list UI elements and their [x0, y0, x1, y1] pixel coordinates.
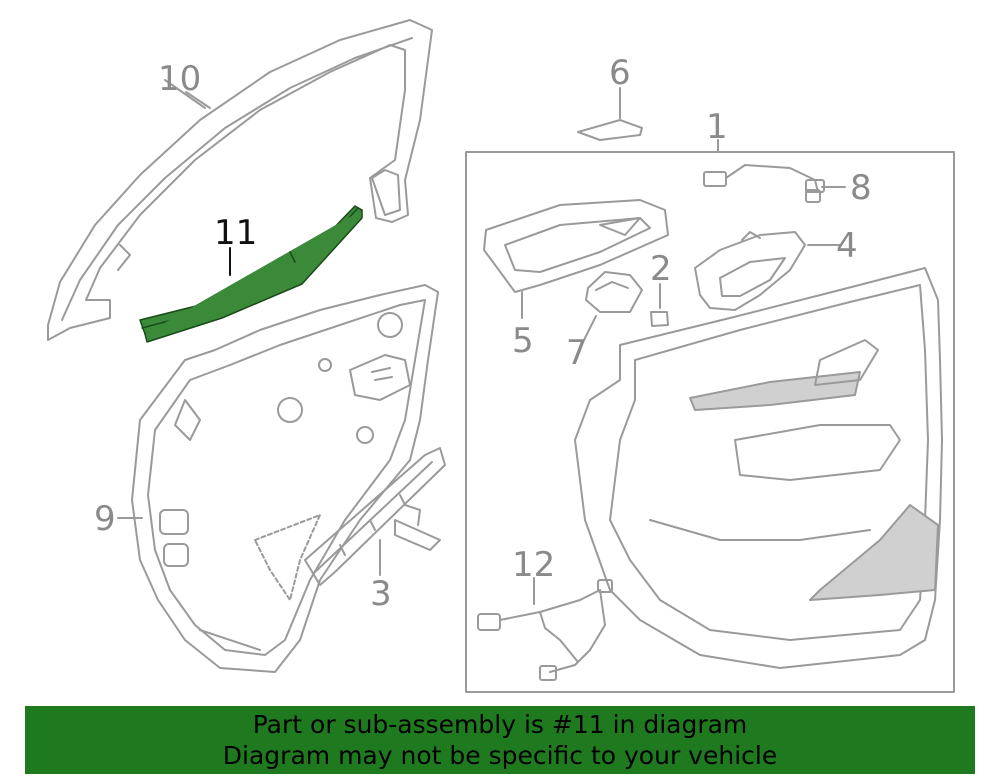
connector-part-8 [703, 164, 825, 203]
harness-part-12 [477, 579, 613, 681]
callout-12: 12 [512, 545, 555, 585]
callout-5: 5 [512, 321, 534, 361]
callout-8: 8 [850, 168, 872, 208]
callout-3: 3 [370, 574, 392, 614]
window-channel-part-11 [139, 205, 363, 343]
callout-1: 1 [706, 107, 728, 147]
callout-4: 4 [836, 226, 858, 266]
door-trim-panel [574, 267, 943, 669]
footer-line-1: Part or sub-assembly is #11 in diagram [252, 710, 748, 739]
callout-7: 7 [566, 333, 588, 373]
door-frame-part-10 [47, 19, 433, 341]
handle-part-4 [694, 231, 806, 311]
callout-2: 2 [650, 249, 672, 289]
callout-10: 10 [158, 59, 201, 99]
plug-part-2 [650, 311, 669, 327]
window-regulator-part-3 [304, 447, 446, 586]
callout-6: 6 [609, 53, 631, 93]
leader-lines [117, 87, 846, 605]
door-panel-part-9 [131, 284, 439, 673]
parts-diagram: 1 2 3 4 5 6 7 8 9 10 11 12 [47, 19, 955, 693]
callout-11: 11 [214, 213, 257, 253]
switch-part-7 [585, 271, 643, 313]
assembly-box-part-1 [465, 151, 955, 693]
cap-part-6 [577, 119, 643, 141]
switch-bezel-part-5 [483, 199, 669, 293]
footer-banner: Part or sub-assembly is #11 in diagram D… [25, 706, 975, 774]
footer-line-2: Diagram may not be specific to your vehi… [222, 741, 778, 770]
callout-9: 9 [94, 499, 116, 539]
